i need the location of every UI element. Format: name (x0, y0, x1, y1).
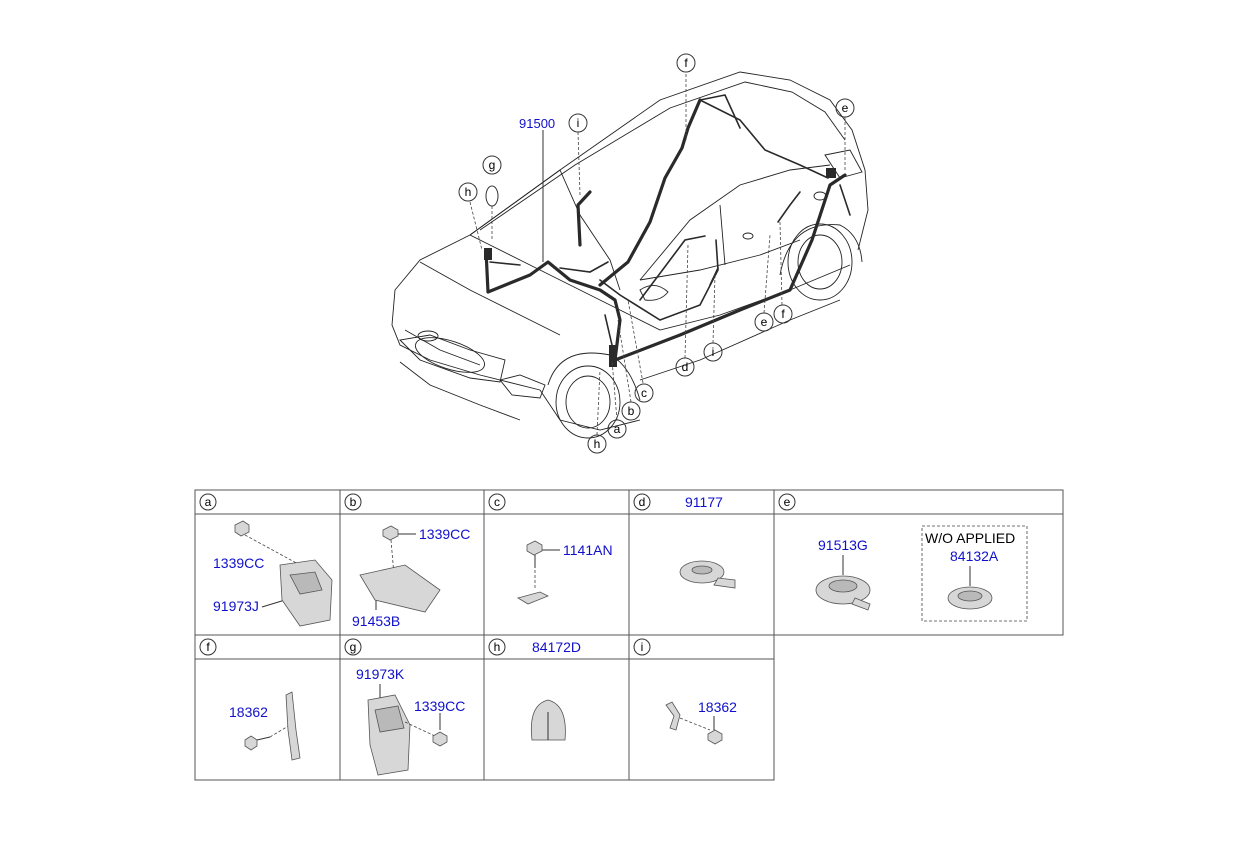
part-18362-f: 18362 (229, 704, 268, 720)
svg-text:d: d (682, 360, 689, 374)
callout-h-bottom: h (587, 434, 607, 454)
callout-d: d (675, 357, 695, 377)
cell-b: b 1339CC 91453B (344, 493, 470, 629)
bolt-icon (526, 540, 543, 556)
callout-e-bottom: e (754, 312, 774, 332)
clip-icon (665, 701, 681, 731)
svg-text:g: g (489, 158, 496, 172)
callout-e-top: e (835, 98, 855, 118)
part-84132A: 84132A (950, 548, 999, 564)
cell-c: c 1141AN (488, 493, 613, 605)
cell-d: d 91177 (633, 493, 736, 589)
cell-g-letter: g (350, 640, 357, 654)
cell-h: h 84172D (488, 638, 581, 741)
callout-i-top: i (568, 113, 588, 133)
callout-h-top: h (458, 182, 478, 202)
cell-c-letter: c (494, 495, 500, 509)
nut-icon (382, 525, 399, 541)
callout-c: c (634, 383, 654, 403)
part-1339CC-g: 1339CC (414, 698, 465, 714)
cell-d-header: 91177 (685, 494, 723, 510)
part-91973K: 91973K (356, 666, 405, 682)
cell-h-letter: h (494, 640, 501, 654)
cell-g: g 91973K 1339CC (344, 638, 465, 776)
cell-a-letter: a (205, 495, 212, 509)
car-illustration (391, 71, 869, 439)
svg-text:h: h (465, 185, 472, 199)
part-1339CC-b: 1339CC (419, 526, 470, 542)
cell-h-header: 84172D (532, 639, 581, 655)
cell-i-letter: i (641, 640, 644, 654)
svg-text:f: f (781, 307, 785, 321)
cell-e-letter: e (784, 495, 791, 509)
clip-icon (516, 591, 549, 605)
main-harness-label: 91500 (519, 116, 555, 131)
svg-text:e: e (761, 315, 768, 329)
bracket-icon (359, 564, 441, 613)
callout-leaders (469, 74, 846, 436)
svg-text:f: f (684, 56, 688, 70)
callout-b: b (621, 401, 641, 421)
part-91973J: 91973J (213, 598, 259, 614)
callout-g: g (482, 155, 502, 207)
nut-icon (234, 520, 250, 537)
callout-a: a (607, 419, 627, 439)
parts-table (194, 489, 1064, 781)
svg-text:i: i (712, 345, 715, 359)
cell-b-letter: b (350, 495, 357, 509)
part-1339CC-a: 1339CC (213, 555, 264, 571)
cell-i: i 18362 (633, 638, 737, 745)
svg-text:c: c (641, 386, 647, 400)
screw-icon (707, 729, 723, 745)
part-1141AN: 1141AN (563, 542, 613, 558)
part-18362-i: 18362 (698, 699, 737, 715)
part-91453B: 91453B (352, 613, 400, 629)
wo-applied-note: W/O APPLIED (925, 530, 1015, 546)
callout-i-bottom: i (703, 342, 723, 362)
clip-icon (285, 691, 301, 761)
nut-icon (432, 731, 448, 747)
svg-text:e: e (842, 101, 849, 115)
svg-text:h: h (594, 437, 601, 451)
relay-box-icon (367, 694, 411, 776)
cell-f: f 18362 (199, 638, 301, 761)
cell-e: e 91513G W/O APPLIED 84132A (778, 493, 1028, 622)
svg-text:b: b (628, 404, 635, 418)
cell-f-letter: f (206, 640, 210, 654)
part-91513G: 91513G (818, 537, 868, 553)
screw-icon (244, 735, 258, 751)
cell-a: a 1339CC 91973J (199, 493, 333, 627)
svg-text:i: i (577, 116, 580, 130)
svg-text:a: a (614, 422, 621, 436)
cell-d-letter: d (639, 495, 646, 509)
callout-f-bottom: f (773, 304, 793, 324)
wiring-harness (484, 94, 851, 367)
callout-f-top: f (676, 53, 696, 73)
